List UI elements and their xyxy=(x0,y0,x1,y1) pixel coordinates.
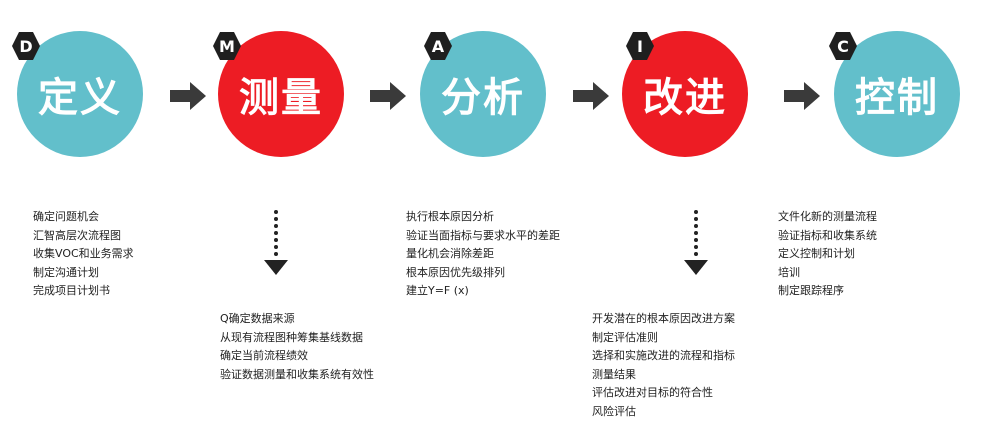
step-item: Q确定数据来源 xyxy=(220,310,374,329)
phase-title-analyze: 分析 xyxy=(441,65,525,123)
step-item: 确定当前流程绩效 xyxy=(220,347,374,366)
step-item: 收集VOC和业务需求 xyxy=(33,245,134,264)
arrow-right-icon xyxy=(170,82,206,110)
step-item: 量化机会消除差距 xyxy=(406,245,560,264)
arrow-right-icon xyxy=(370,82,406,110)
steps-list-improve: 开发潜在的根本原因改进方案 制定评估准则 选择和实施改进的流程和指标 测量结果 … xyxy=(592,310,735,421)
step-item: 制定沟通计划 xyxy=(33,264,134,283)
step-item: 完成项目计划书 xyxy=(33,282,134,301)
steps-list-measure: Q确定数据来源 从现有流程图种筹集基线数据 确定当前流程绩效 验证数据测量和收集… xyxy=(220,310,374,384)
arrow-right-icon xyxy=(573,82,609,110)
phase-title-measure: 测量 xyxy=(239,65,323,123)
dotted-arrow-down-icon xyxy=(682,208,710,276)
step-item: 验证当面指标与要求水平的差距 xyxy=(406,227,560,246)
step-item: 文件化新的测量流程 xyxy=(778,208,877,227)
step-item: 执行根本原因分析 xyxy=(406,208,560,227)
step-item: 验证指标和收集系统 xyxy=(778,227,877,246)
step-item: 汇智高层次流程图 xyxy=(33,227,134,246)
step-item: 制定评估准则 xyxy=(592,329,735,348)
step-item: 培训 xyxy=(778,264,877,283)
step-item: 风险评估 xyxy=(592,403,735,421)
step-item: 评估改进对目标的符合性 xyxy=(592,384,735,403)
arrow-right-icon xyxy=(784,82,820,110)
step-item: 选择和实施改进的流程和指标 xyxy=(592,347,735,366)
phase-title-control: 控制 xyxy=(855,65,939,123)
dotted-arrow-down-icon xyxy=(262,208,290,276)
step-item: 测量结果 xyxy=(592,366,735,385)
step-item: 开发潜在的根本原因改进方案 xyxy=(592,310,735,329)
step-item: 制定跟踪程序 xyxy=(778,282,877,301)
steps-list-define: 确定问题机会 汇智高层次流程图 收集VOC和业务需求 制定沟通计划 完成项目计划… xyxy=(33,208,134,301)
step-item: 根本原因优先级排列 xyxy=(406,264,560,283)
step-item: 建立Y=F (x) xyxy=(406,282,560,301)
step-item: 定义控制和计划 xyxy=(778,245,877,264)
step-item: 确定问题机会 xyxy=(33,208,134,227)
steps-list-analyze: 执行根本原因分析 验证当面指标与要求水平的差距 量化机会消除差距 根本原因优先级… xyxy=(406,208,560,301)
step-item: 验证数据测量和收集系统有效性 xyxy=(220,366,374,385)
phase-title-define: 定义 xyxy=(38,65,122,123)
step-item: 从现有流程图种筹集基线数据 xyxy=(220,329,374,348)
phase-title-improve: 改进 xyxy=(643,65,727,123)
steps-list-control: 文件化新的测量流程 验证指标和收集系统 定义控制和计划 培训 制定跟踪程序 xyxy=(778,208,877,301)
